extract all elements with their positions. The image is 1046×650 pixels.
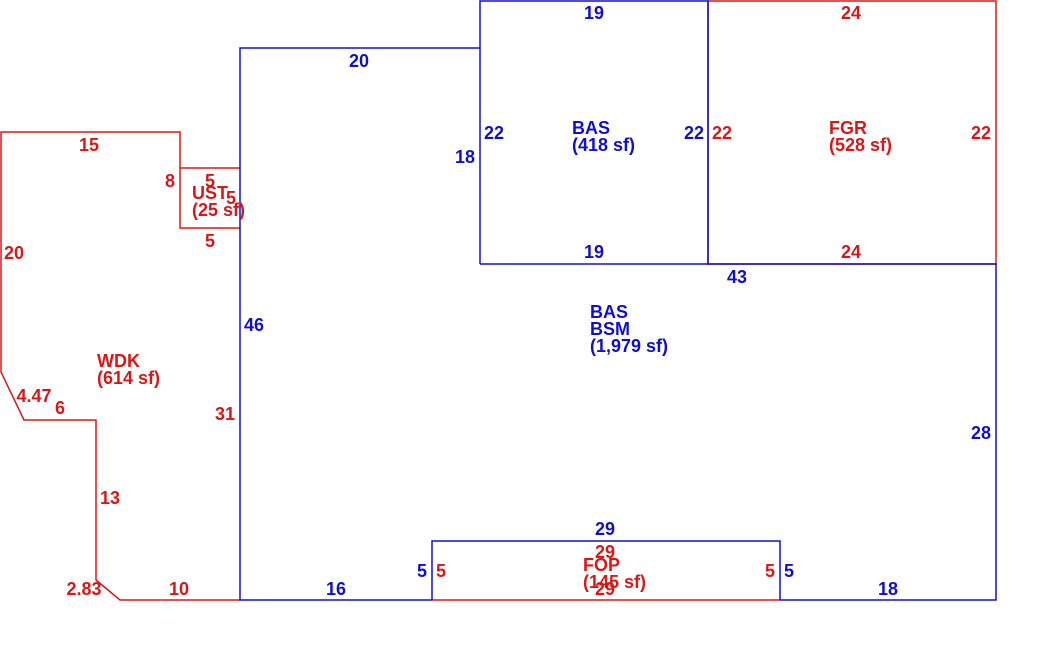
dim-fgr-bottom: 24 (841, 242, 861, 262)
wdk-area: (614 sf) (97, 368, 160, 388)
bas-bsm-code1: BAS (590, 302, 628, 322)
fgr-area: (528 sf) (829, 135, 892, 155)
dim-ust-top: 5 (205, 171, 215, 191)
dim-fop-top-blue: 29 (595, 519, 615, 539)
dim-ust-right: 5 (226, 188, 236, 208)
ust-area: (25 sf) (192, 200, 245, 220)
dim-fop-top-red: 29 (595, 542, 615, 562)
bas-bsm-code2: BSM (590, 319, 630, 339)
dim-main-right: 28 (971, 423, 991, 443)
dim-wdk-diag: 4.47 (16, 386, 51, 406)
wdk-outline (0, 131, 240, 601)
dim-main-bottom-right: 43 (727, 267, 747, 287)
dim-wdk-bottom: 10 (169, 579, 189, 599)
dim-main-bottom-left: 16 (326, 579, 346, 599)
ust-code: UST (192, 183, 228, 203)
dim-fop-left-blue: 5 (417, 561, 427, 581)
dim-main-left: 46 (244, 315, 264, 335)
dim-fgr-right: 22 (971, 123, 991, 143)
dim-ust-left: 8 (165, 171, 175, 191)
dim-bas-upper-left: 22 (484, 123, 504, 143)
bas-upper-area: (418 sf) (572, 135, 635, 155)
dim-bas-upper-right: 22 (684, 123, 704, 143)
fgr-code: FGR (829, 118, 867, 138)
ust-outline (179, 167, 240, 229)
dim-wdk-top: 15 (79, 135, 99, 155)
dim-main-bottom-seg: 18 (878, 579, 898, 599)
dim-main-upper-step: 18 (455, 147, 475, 167)
dim-ust-bottom: 5 (205, 231, 215, 251)
fop-area: (145 sf) (583, 572, 646, 592)
bas-upper-outline (479, 0, 709, 265)
wdk-code: WDK (97, 351, 140, 371)
dim-main-top: 20 (349, 51, 369, 71)
dim-fop-left-red: 5 (436, 561, 446, 581)
dim-bas-upper-bottom: 19 (584, 242, 604, 262)
bas-bsm-area: (1,979 sf) (590, 336, 668, 356)
dim-fgr-left: 22 (712, 123, 732, 143)
main-left-outline (239, 47, 480, 601)
dim-fgr-top: 24 (841, 3, 861, 23)
main-right-outline (708, 263, 997, 601)
dim-fop-right-blue: 5 (784, 561, 794, 581)
dim-wdk-right: 31 (215, 404, 235, 424)
fop-blue-outline (431, 540, 781, 600)
dim-bas-upper-top: 19 (584, 3, 604, 23)
dim-wdk-left: 20 (4, 243, 24, 263)
bas-upper-code: BAS (572, 118, 610, 138)
dim-wdk-step: 6 (55, 398, 65, 418)
dim-wdk-corner: 2.83 (66, 579, 101, 599)
dim-fop-bottom-red: 29 (595, 579, 615, 599)
dim-wdk-inner: 13 (100, 488, 120, 508)
dim-fop-right-red: 5 (765, 561, 775, 581)
fop-code: FOP (583, 555, 620, 575)
